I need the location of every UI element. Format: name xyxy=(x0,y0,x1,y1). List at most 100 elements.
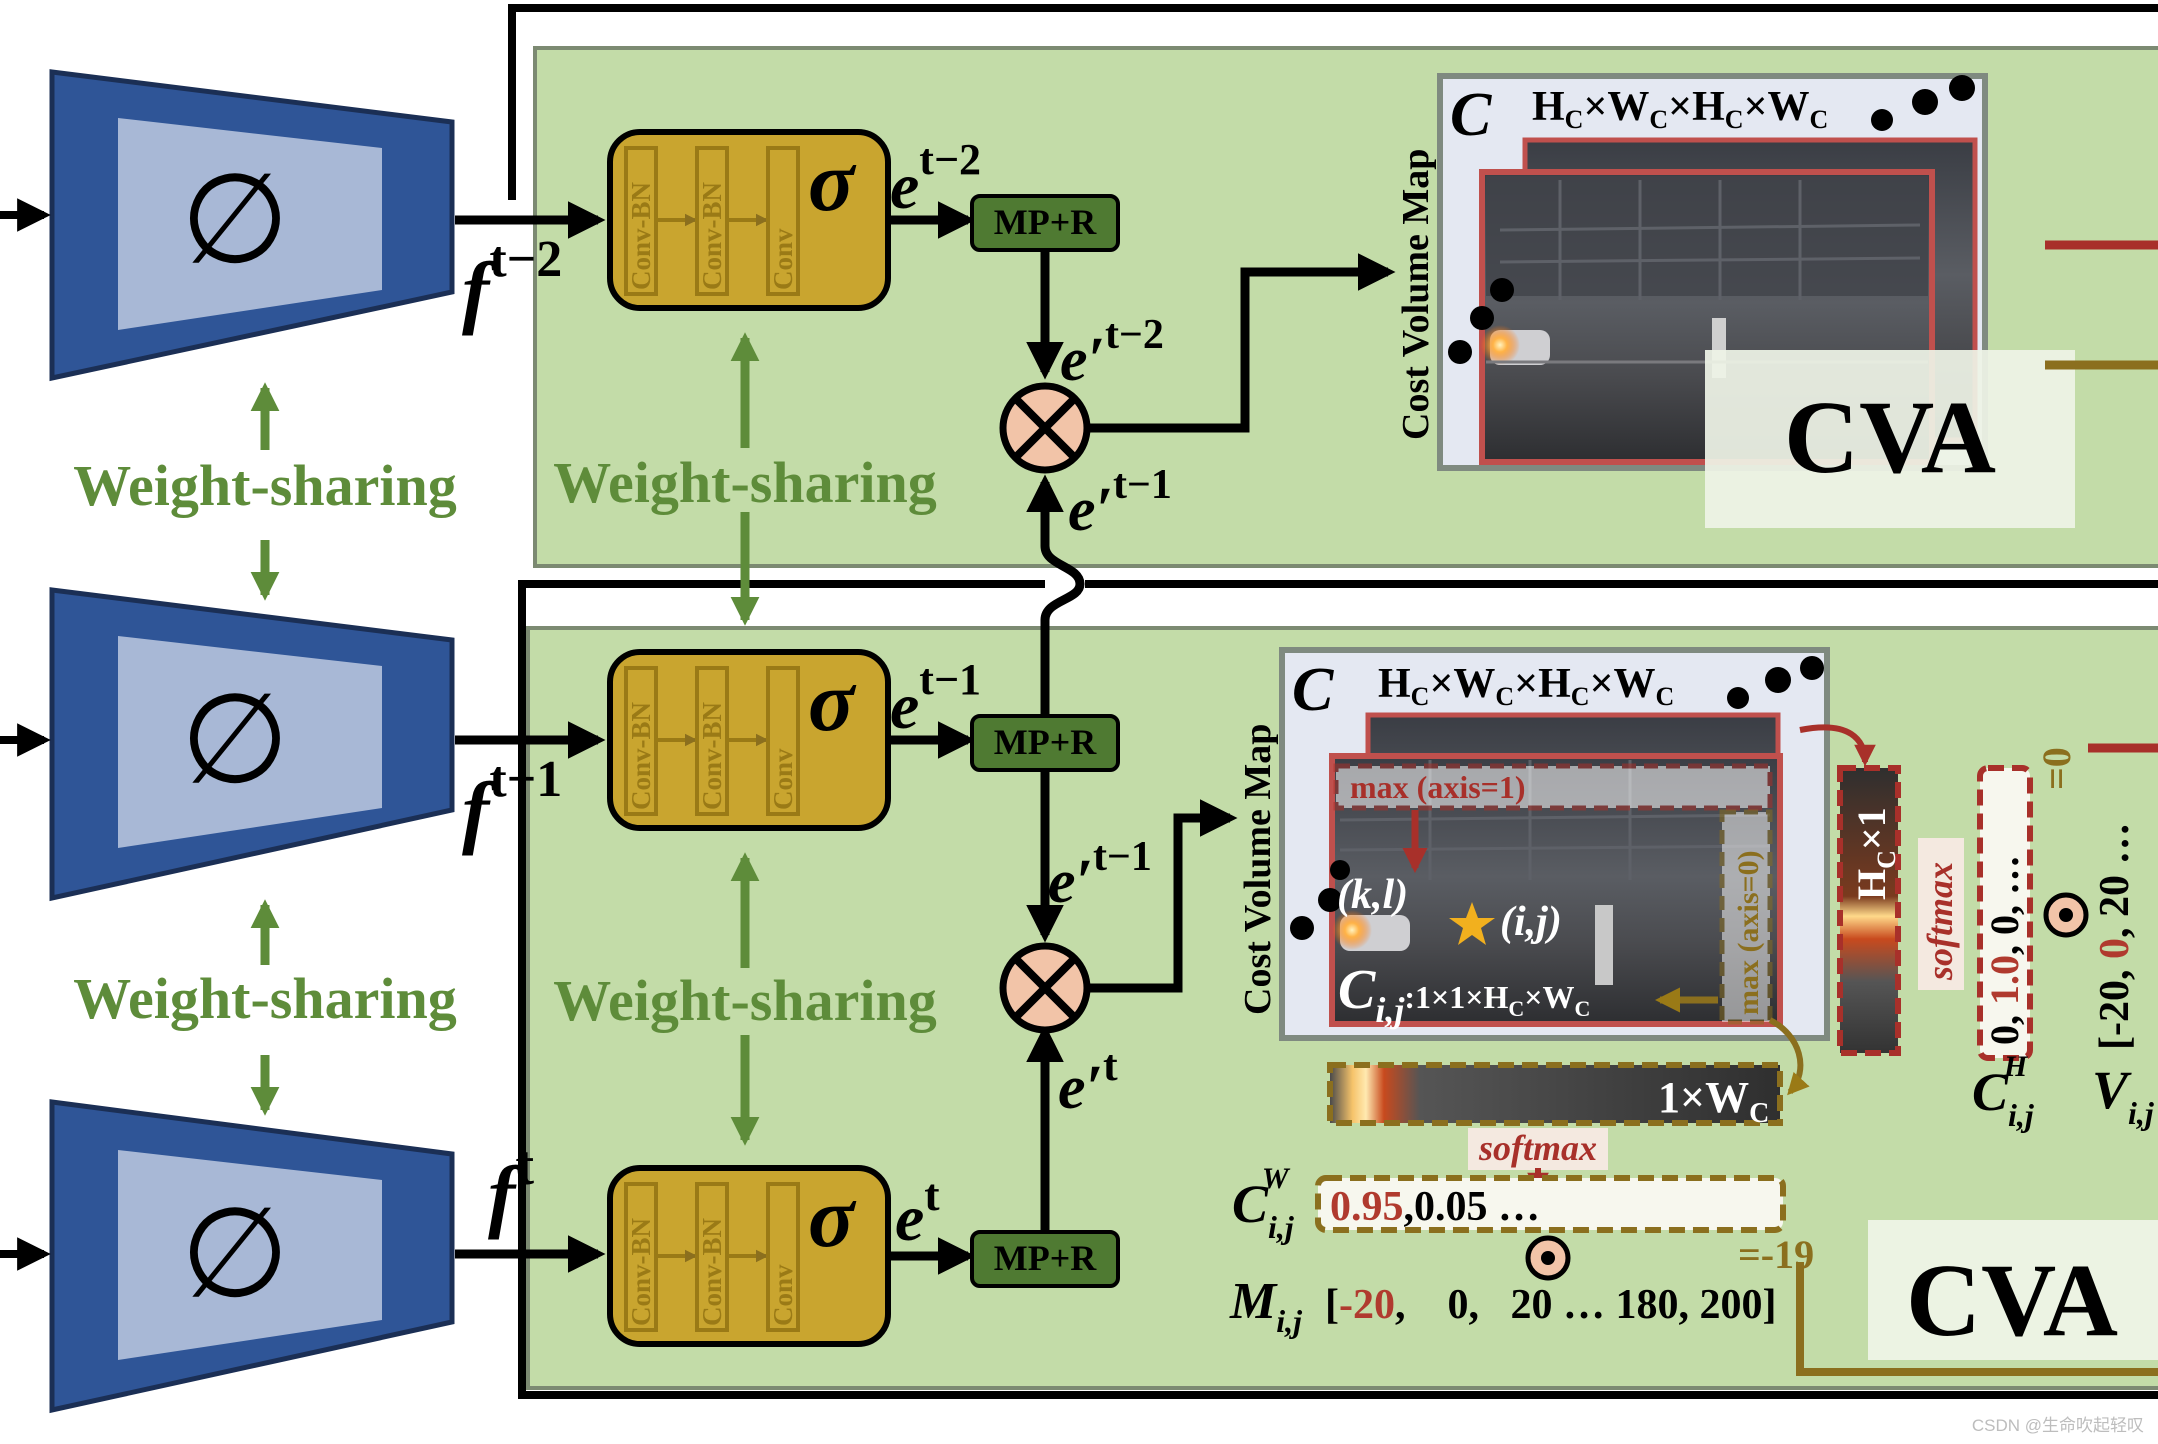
softmax-h: softmax xyxy=(1918,838,1964,990)
label-e-prime-t: e′t xyxy=(1058,1041,1118,1122)
ch-values: 0, 1.0, 0, … xyxy=(1982,855,2027,1045)
conv-layer-label: Conv-BN xyxy=(626,181,656,290)
embedding-arrows xyxy=(890,201,976,1275)
v-values: [-20, 0, 20 … xyxy=(2092,823,2138,1050)
mpr-label: MP+R xyxy=(994,202,1097,242)
encoder-middle: ∅ xyxy=(49,587,455,902)
label-e-t-minus-2: et−2 xyxy=(890,135,981,223)
sigma-symbol: σ xyxy=(808,133,857,229)
conv-layer-label: Conv-BN xyxy=(697,1217,727,1326)
weight-sharing-label: Weight-sharing xyxy=(73,966,457,1031)
cva-label: CVA xyxy=(1784,380,1996,495)
watermark: CSDN @生命吹起轻叹 xyxy=(1971,1416,2144,1435)
encoder-top: ∅ xyxy=(49,69,455,382)
feature-f-t-minus-1: ft−1 xyxy=(462,751,562,856)
encoder-weight-sharing: Weight-sharing Weight-sharing xyxy=(73,382,457,1116)
flow-lines xyxy=(1026,252,1396,1230)
cost-volume-dims: HC×WC×HC×WC xyxy=(1378,661,1674,711)
conv-layer xyxy=(766,666,800,816)
cost-volume-symbol: C xyxy=(1450,81,1492,149)
feature-f-t-minus-2: ft−2 xyxy=(462,231,562,336)
weight-sharing-label: Weight-sharing xyxy=(73,453,457,518)
conv-layer xyxy=(624,666,658,816)
max-axis0-label: max (axis=0) xyxy=(1732,850,1765,1015)
conv-layer xyxy=(695,1182,729,1332)
m-symbol: Mi,j xyxy=(1229,1273,1302,1339)
cva-label: CVA xyxy=(1906,1243,2118,1358)
conv-layer-label: Conv xyxy=(768,748,798,810)
cw-symbol: Ci,jW xyxy=(1232,1162,1294,1245)
conv-layer xyxy=(766,146,800,296)
conv-layer xyxy=(766,1182,800,1332)
v-symbol: Vi,j xyxy=(2092,1060,2154,1131)
sigma-symbol: σ xyxy=(808,653,857,749)
cw-vector: Ci,jW 0.95,0.05 … =-19 xyxy=(1232,1162,1814,1281)
cij-label: Ci,j:1×1×HC×WC xyxy=(1338,959,1590,1030)
conv-layer xyxy=(695,146,729,296)
w-vector: 1×WC xyxy=(1327,1017,1810,1129)
cost-volume-map-label: Cost Volume Map xyxy=(1237,724,1279,1015)
ch-symbol: Ci,jH xyxy=(1972,1050,2034,1133)
cost-volume-map-label: Cost Volume Map xyxy=(1395,149,1437,440)
ij-coordinate: (i,j) xyxy=(1500,899,1562,945)
softmax-w: softmax xyxy=(1468,1128,1608,1195)
feature-labels: ft−2 ft−1 ft xyxy=(462,231,562,1240)
multiply-node-top xyxy=(999,382,1091,474)
h-vector-label: HC×1 xyxy=(1849,807,1901,900)
h-vector: HC×1 xyxy=(1799,724,1901,1056)
conv-weight-sharing: Weight-sharing Weight-sharing xyxy=(553,332,937,1146)
conv-layer xyxy=(695,666,729,816)
mpr-box-middle: MP+R xyxy=(970,714,1120,772)
mpr-box-bottom: MP+R xyxy=(970,1230,1120,1288)
cw-values: 0.95,0.05 … xyxy=(1330,1184,1540,1230)
weight-sharing-label: Weight-sharing xyxy=(553,450,937,515)
cost-volume-map-bottom: C HC×WC×HC×WC max (axis=1) max (axis=0) … xyxy=(1237,647,1830,1041)
star-icon xyxy=(1449,902,1495,945)
conv-layer-label: Conv-BN xyxy=(697,701,727,810)
mpr-label: MP+R xyxy=(994,722,1097,762)
encoder-symbol: ∅ xyxy=(181,152,290,290)
cva-box-bottom: CVA xyxy=(1796,1220,2158,1376)
weight-sharing-label: Weight-sharing xyxy=(553,968,937,1033)
cost-volume-map-top: C HC×WC×HC×WC CVA Cost Volume Map xyxy=(1395,73,2075,528)
m-vector: Mi,j [-20, 0, 20 … 180, 200] xyxy=(1229,1273,1777,1339)
w-vector-label: 1×WC xyxy=(1658,1073,1769,1129)
encoder-symbol: ∅ xyxy=(181,1186,290,1324)
encoder-bottom: ∅ xyxy=(49,1099,455,1414)
conv-layer-label: Conv xyxy=(768,228,798,290)
kl-coordinate: (k,l) xyxy=(1337,872,1408,918)
label-e-prime-t-minus-2: e′t−2 xyxy=(1060,312,1164,394)
conv-layer-label: Conv-BN xyxy=(626,701,656,810)
cost-volume-symbol: C xyxy=(1292,656,1334,724)
v-result: =0 xyxy=(2034,747,2079,790)
label-e-t: et xyxy=(895,1169,940,1255)
label-e-t-minus-1: et−1 xyxy=(890,655,981,743)
v-vector: [-20, 0, 20 … Vi,j xyxy=(2088,743,2158,1131)
label-e-prime-t-minus-1-bottom: e′t−1 xyxy=(1048,834,1152,916)
conv-layer xyxy=(624,1182,658,1332)
softmax-label: softmax xyxy=(1478,1128,1597,1168)
mpr-label: MP+R xyxy=(994,1238,1097,1278)
max-axis1-label: max (axis=1) xyxy=(1350,769,1526,805)
label-e-prime-t-minus-1-top: e′t−1 xyxy=(1068,462,1172,544)
ch-vector: 0, 1.0, 0, … Ci,jH =0 xyxy=(1972,747,2089,1133)
top-outputs xyxy=(2045,240,2158,370)
input-arrows xyxy=(0,198,51,1271)
conv-layer xyxy=(624,146,658,296)
mpr-box-top: MP+R xyxy=(970,194,1120,252)
conv-layer-label: Conv-BN xyxy=(697,181,727,290)
embedding-labels: et−2 et−1 et e′t−2 e′t−1 e′t−1 e′t xyxy=(890,135,1172,1255)
sigma-symbol: σ xyxy=(808,1169,857,1265)
m-values: [-20, 0, 20 … 180, 200] xyxy=(1325,1282,1777,1328)
conv-layer-label: Conv xyxy=(768,1264,798,1326)
softmax-label: softmax xyxy=(1920,862,1960,981)
conv-layer-label: Conv-BN xyxy=(626,1217,656,1326)
cost-volume-dims: HC×WC×HC×WC xyxy=(1532,84,1828,134)
encoder-symbol: ∅ xyxy=(181,672,290,810)
feature-arrows xyxy=(455,201,606,1273)
